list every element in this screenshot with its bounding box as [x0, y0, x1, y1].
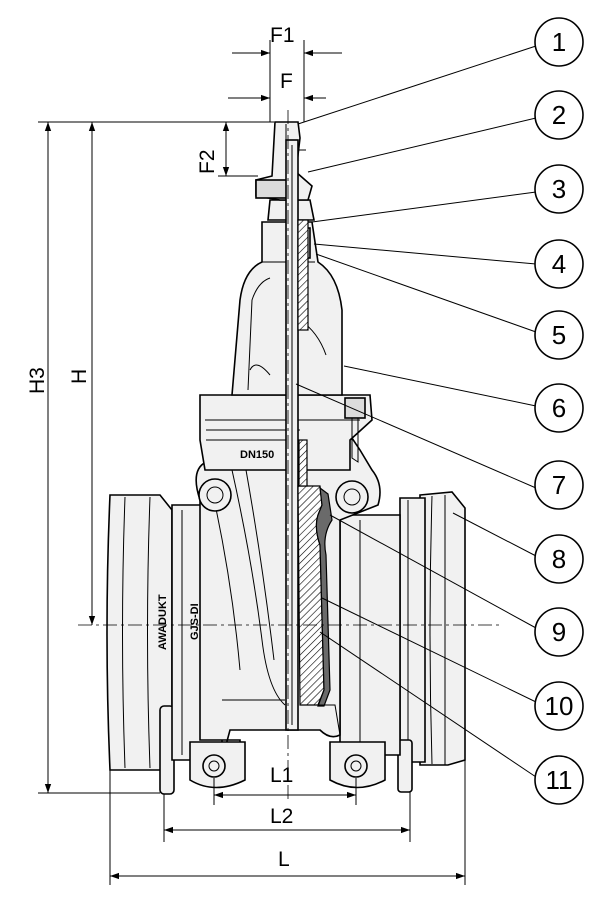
callout-5-label: 5 [552, 320, 566, 350]
callout-5: 5 [534, 310, 584, 360]
callout-10-label: 10 [545, 691, 574, 721]
callout-2-label: 2 [552, 100, 566, 130]
callout-10: 10 [534, 681, 584, 731]
callout-3-label: 3 [552, 174, 566, 204]
dimension-lines [38, 40, 466, 885]
callout-7: 7 [534, 460, 584, 510]
callout-2: 2 [534, 90, 584, 140]
dimension-f2-label: F2 [196, 149, 219, 174]
casting-dn-text: DN150 [240, 449, 274, 461]
dimension-l-label: L [278, 848, 290, 871]
callout-9-label: 9 [552, 617, 566, 647]
callout-6: 6 [534, 383, 584, 433]
callout-1-label: 1 [552, 27, 566, 57]
callout-6-label: 6 [552, 393, 566, 423]
callout-4-label: 4 [552, 249, 566, 279]
casting-material-text: GJS-DI [189, 603, 201, 640]
dimension-l2-label: L2 [270, 805, 293, 828]
callout-9: 9 [534, 607, 584, 657]
callout-11-label: 11 [546, 765, 573, 795]
dimension-h-label: H [68, 369, 91, 384]
casting-brand-text: AWADUKT [157, 594, 169, 650]
callout-leaders [295, 45, 537, 778]
callout-11: 11 [534, 755, 584, 805]
callout-1: 1 [534, 17, 584, 67]
callout-8: 8 [534, 534, 584, 584]
callout-8-label: 8 [552, 544, 566, 574]
callout-4: 4 [534, 239, 584, 289]
callout-7-label: 7 [552, 470, 566, 500]
dimension-f1-label: F1 [270, 24, 295, 47]
dimension-l1-label: L1 [270, 764, 293, 787]
callout-3: 3 [534, 164, 584, 214]
dimension-h3-label: H3 [26, 367, 49, 394]
dimension-f-label: F [280, 70, 293, 93]
